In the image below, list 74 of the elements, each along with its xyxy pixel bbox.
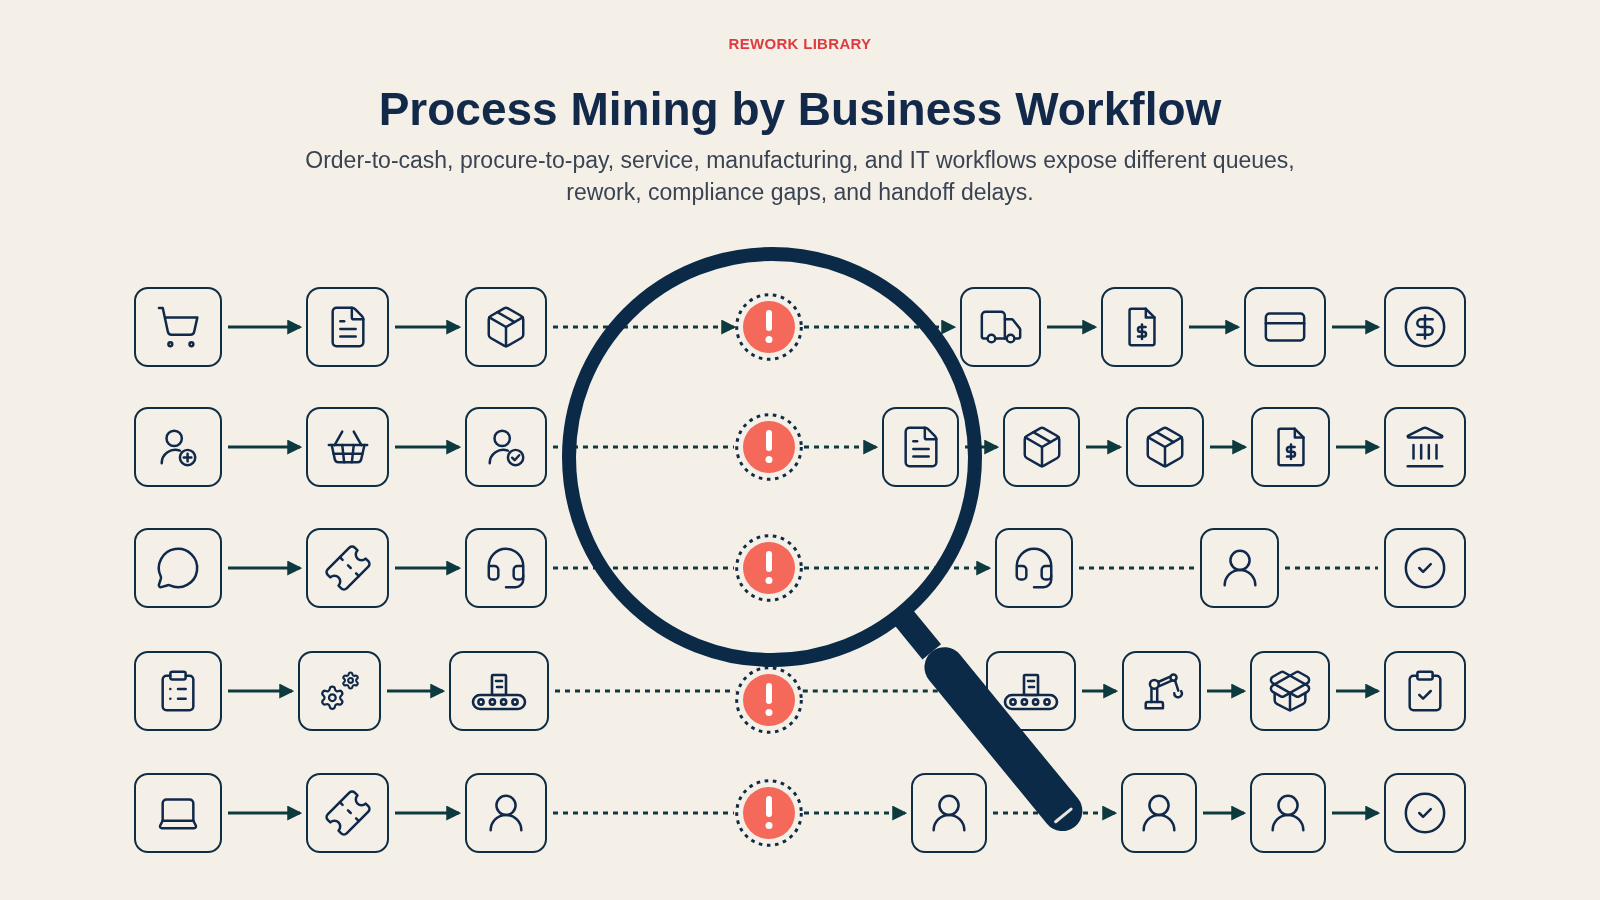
arrow xyxy=(228,683,295,699)
dashed-arrow xyxy=(553,319,737,335)
step-tile xyxy=(1122,651,1201,731)
step-tile xyxy=(306,287,389,367)
step-tile xyxy=(134,651,222,731)
subtitle-text: Order-to-cash, procure-to-pay, service, manufacturing, and IT workflows expose different queues, rework, compliance gaps, and handoff delays. xyxy=(304,146,1296,207)
dashed-arrow xyxy=(804,805,908,821)
step-tile xyxy=(449,651,549,731)
step-tile xyxy=(882,407,959,487)
alert-icon xyxy=(735,666,803,734)
step-tile xyxy=(1244,287,1326,367)
arrow xyxy=(1203,805,1247,821)
dashed-arrow xyxy=(804,319,957,335)
dashed-line xyxy=(553,811,734,815)
arrow xyxy=(1336,439,1381,455)
step-tile xyxy=(1200,528,1279,608)
arrow xyxy=(228,560,303,576)
step-tile xyxy=(1126,407,1204,487)
step-tile xyxy=(134,528,222,608)
arrow xyxy=(1207,683,1247,699)
arrow xyxy=(395,319,462,335)
alert-icon xyxy=(735,413,803,481)
step-tile xyxy=(298,651,381,731)
dashed-arrow xyxy=(804,560,992,576)
arrow xyxy=(1210,439,1248,455)
step-tile xyxy=(306,773,389,853)
step-tile xyxy=(1384,651,1466,731)
step-tile xyxy=(1101,287,1183,367)
arrow xyxy=(228,319,303,335)
arrow xyxy=(395,805,462,821)
step-tile xyxy=(1250,773,1326,853)
step-tile xyxy=(465,407,547,487)
dashed-line xyxy=(1285,566,1378,570)
step-tile xyxy=(1384,407,1466,487)
alert-icon xyxy=(735,779,803,847)
arrow xyxy=(387,683,446,699)
dashed-line xyxy=(553,445,734,449)
step-tile xyxy=(1250,651,1330,731)
step-tile xyxy=(465,773,547,853)
step-tile xyxy=(960,287,1041,367)
step-tile xyxy=(1384,528,1466,608)
arrow xyxy=(965,439,1000,455)
arrow xyxy=(1189,319,1241,335)
step-tile xyxy=(134,287,222,367)
alert-icon xyxy=(735,534,803,602)
step-tile xyxy=(306,528,389,608)
step-tile xyxy=(465,287,547,367)
step-tile xyxy=(134,407,222,487)
step-tile xyxy=(1384,287,1466,367)
eyebrow-label: REWORK LIBRARY xyxy=(728,34,872,54)
arrow xyxy=(395,439,462,455)
step-tile xyxy=(1251,407,1330,487)
step-tile xyxy=(1384,773,1466,853)
alert-icon xyxy=(735,293,803,361)
dashed-line xyxy=(1079,566,1194,570)
arrow xyxy=(1332,319,1381,335)
step-tile xyxy=(306,407,389,487)
arrow xyxy=(228,439,303,455)
step-tile xyxy=(465,528,547,608)
step-tile xyxy=(134,773,222,853)
arrow xyxy=(1086,439,1123,455)
arrow xyxy=(1332,805,1381,821)
arrow xyxy=(1047,319,1098,335)
step-tile xyxy=(911,773,987,853)
arrow xyxy=(1082,683,1119,699)
step-tile xyxy=(1121,773,1197,853)
arrow xyxy=(228,805,303,821)
step-tile xyxy=(995,528,1073,608)
step-tile xyxy=(1003,407,1080,487)
diagram-title: Process Mining by Business Workflow xyxy=(378,82,1222,136)
arrow xyxy=(1336,683,1381,699)
dashed-arrow xyxy=(804,439,879,455)
arrow xyxy=(395,560,462,576)
dashed-line xyxy=(553,566,734,570)
